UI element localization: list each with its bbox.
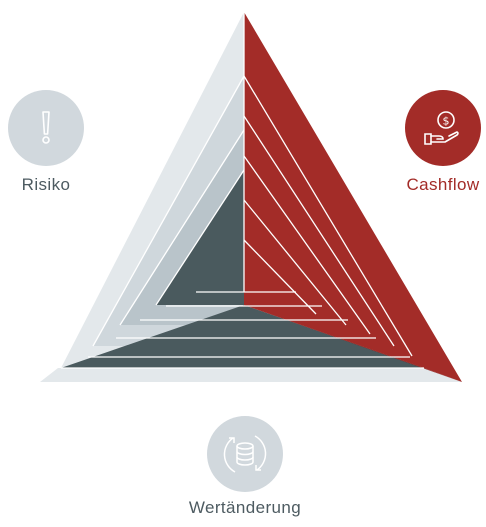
coin-hand-icon: $ [424,111,459,145]
svg-text:$: $ [443,115,450,128]
risk-label: Risiko [21,175,71,194]
cashflow-face-shade [244,305,462,382]
risk-badge [8,90,84,166]
cashflow-label: Cashflow [406,175,480,194]
cashflow-badge: $ [405,90,481,166]
cashflow-face [244,12,462,382]
value-face-base [61,305,424,368]
value-face-rim [40,368,462,382]
exclamation-icon [42,111,50,144]
coin-stack-cycle-icon [223,435,267,473]
value-change-badge [207,416,283,492]
face-stripes [61,12,424,369]
value-change-label: Wertänderung [188,498,302,517]
